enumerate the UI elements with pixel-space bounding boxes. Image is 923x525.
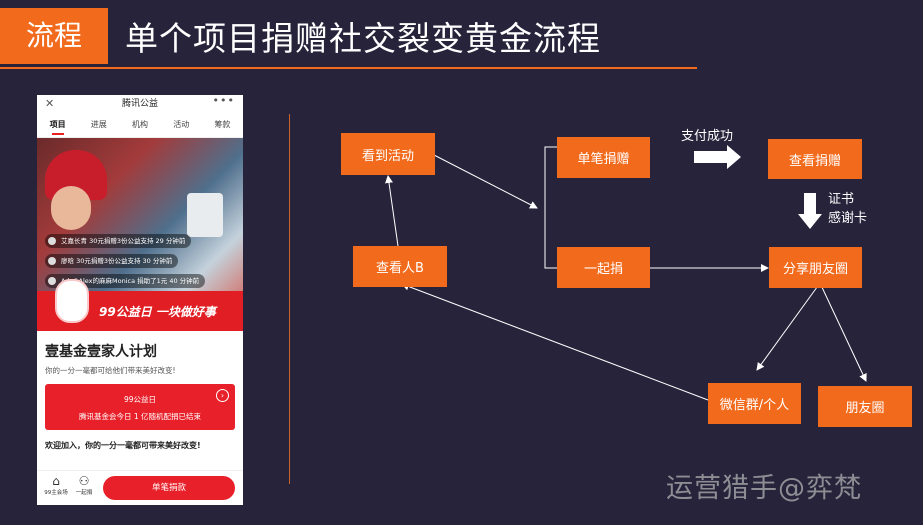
avatar (48, 237, 56, 245)
avatar (48, 257, 56, 265)
arrow-share-to-moments (819, 282, 867, 382)
title-divider (0, 67, 697, 69)
node-moments: 朋友圈 (818, 386, 912, 427)
branch-bracket (544, 146, 557, 269)
pay-success-arrow (694, 145, 741, 169)
matching-card[interactable]: 99公益日 腾讯基金会今日 1 亿随机配捐已结束 › (45, 384, 235, 430)
node-view-person-b: 查看人B (353, 246, 447, 287)
tab-organizations[interactable]: 机构 (132, 120, 148, 129)
app-title: 腾讯公益 (121, 99, 158, 109)
section-tag: 流程 (0, 8, 108, 64)
hero-image: 艾嘉长青 30元捐赠3份公益支持 29 分钟前 廖晗 30元捐赠3份公益支持 3… (37, 138, 243, 331)
project-subtitle: 你的一分一毫都可给他们带来美好改变! (45, 366, 176, 375)
node-see-activity: 看到活动 (341, 133, 435, 175)
people-icon: ⚇ (78, 474, 90, 488)
tab-fundraising[interactable]: 筹款 (214, 120, 231, 129)
page-title: 单个项目捐赠社交裂变黄金流程 (125, 19, 601, 58)
node-view-donation: 查看捐赠 (768, 139, 862, 179)
card-line-1: 99公益日 (123, 395, 157, 404)
tab-activities[interactable]: 活动 (173, 120, 190, 129)
node-donate-together: 一起捐 (557, 247, 650, 288)
phone-header: ✕ 腾讯公益 ••• (37, 95, 243, 113)
arrow-person-b-to-activity (385, 175, 399, 247)
arrow-wechat-to-person-b (401, 282, 709, 401)
banner-text: 99公益日 一块做好事 (99, 305, 216, 319)
mascot-icon (55, 279, 89, 323)
donation-feed-item: 艾嘉长青 30元捐赠3份公益支持 29 分钟前 (45, 234, 192, 248)
tab-progress[interactable]: 进展 (90, 120, 107, 129)
close-icon[interactable]: ✕ (45, 97, 55, 110)
arrow-share-to-wechat (756, 282, 821, 371)
node-share-moments: 分享朋友圈 (769, 247, 862, 288)
avatar (48, 277, 56, 285)
node-single-donation: 单笔捐赠 (557, 137, 650, 178)
hero-child-face (51, 186, 91, 230)
project-title: 壹基金壹家人计划 (45, 344, 157, 360)
label-thank-card: 感谢卡 (828, 211, 868, 226)
phone-screenshot: ✕ 腾讯公益 ••• 项目 进展 机构 活动 筹款 艾嘉长青 30元捐赠3份公益… (37, 95, 243, 505)
nav-donate-together[interactable]: ⚇ 一起捐 (69, 474, 99, 497)
chevron-right-icon: › (216, 389, 229, 402)
vertical-divider (289, 114, 290, 484)
more-icon[interactable]: ••• (212, 95, 235, 107)
join-text: 欢迎加入，你的一分一毫都可带来美好改变! (45, 441, 201, 450)
single-donate-button[interactable]: 单笔捐款 (103, 476, 235, 500)
home-icon: ⌂ (52, 474, 60, 488)
card-line-2: 腾讯基金会今日 1 亿随机配捐已结束 (78, 412, 202, 421)
donation-feed-item: 廖晗 30元捐赠3份公益支持 30 分钟前 (45, 254, 179, 268)
event-banner: 99公益日 一块做好事 (37, 279, 243, 331)
watermark: 运营猎手@弈梵 (666, 473, 862, 504)
phone-tabs: 项目 进展 机构 活动 筹款 (37, 113, 243, 138)
certificate-arrow (798, 193, 822, 229)
bottom-bar: ⌂ 99主会场 ⚇ 一起捐 单笔捐款 (37, 470, 243, 505)
node-wechat-group: 微信群/个人 (708, 383, 801, 424)
tab-projects[interactable]: 项目 (37, 113, 78, 137)
hero-cup (187, 193, 223, 237)
arrow-activity-to-branch (433, 154, 538, 209)
label-pay-success: 支付成功 (681, 129, 734, 144)
nav-main-venue[interactable]: ⌂ 99主会场 (41, 474, 71, 497)
label-certificate: 证书 (828, 192, 855, 207)
